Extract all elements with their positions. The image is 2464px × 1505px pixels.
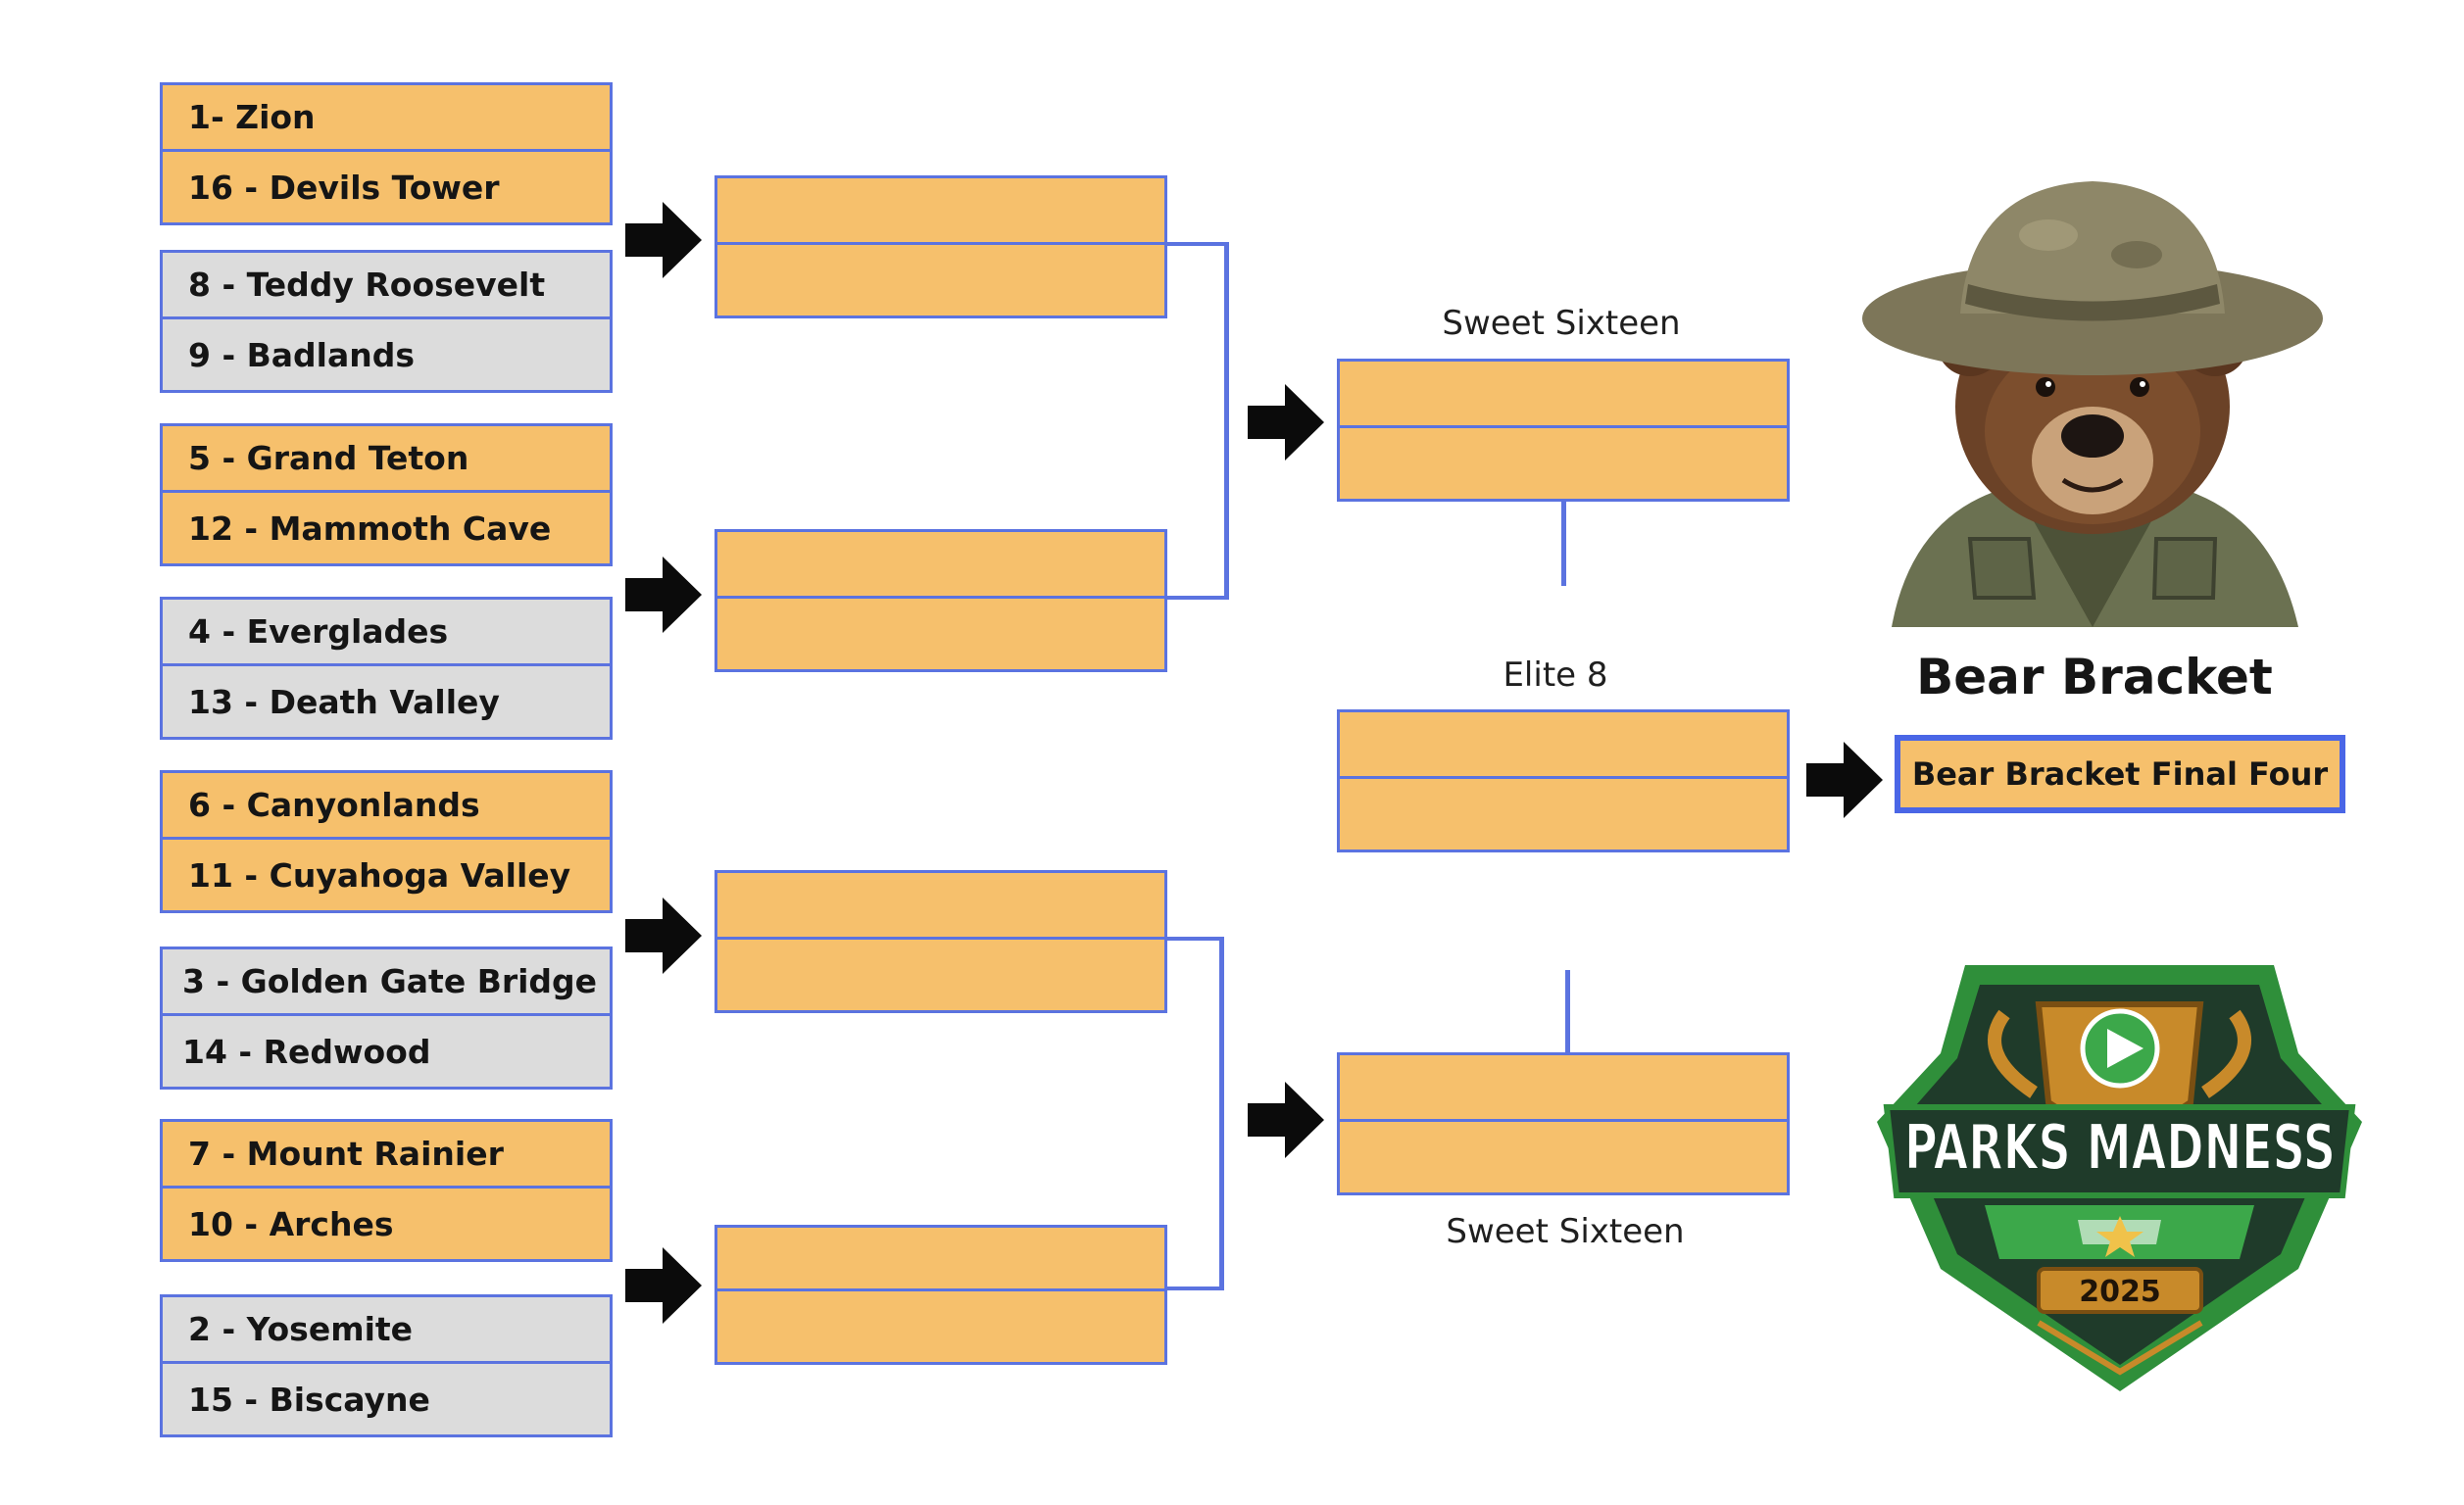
round1-slot-4-top: 4 - Everglades [160,597,613,666]
brand-title: Bear Bracket [1916,649,2273,705]
arrow-right-icon [625,1247,702,1324]
bear-illustration [1862,181,2323,627]
connector-line [1167,1287,1224,1290]
arrow-right-icon [1248,384,1324,461]
final-four-box: Bear Bracket Final Four [1895,735,2345,813]
round2-slot-1-top [715,175,1167,245]
round1-slot-5-top: 6 - Canyonlands [160,770,613,840]
round2-slot-2-top [715,529,1167,599]
parks-madness-logo: PARKS MADNESS 2025 [1877,965,2362,1391]
connector-line [1561,502,1566,586]
sweet-sixteen-top-label: Sweet Sixteen [1442,304,1681,343]
elite-8-slot-top [1337,709,1790,779]
connector-line [1167,242,1229,246]
round1-slot-1-bottom: 16 - Devils Tower [160,149,613,225]
round1-slot-4-bottom: 13 - Death Valley [160,663,613,740]
round1-slot-7-bottom: 10 - Arches [160,1186,613,1262]
sweet-sixteen-bottom-slot-bottom [1337,1119,1790,1195]
round2-slot-3-bottom [715,937,1167,1013]
sweet-sixteen-top-slot-top [1337,359,1790,428]
connector-line [1224,242,1229,600]
elite-8-label: Elite 8 [1503,655,1608,695]
round1-slot-3-bottom: 12 - Mammoth Cave [160,490,613,566]
sweet-sixteen-bottom-slot-top [1337,1052,1790,1122]
round1-slot-6-top: 3 - Golden Gate Bridge [160,947,613,1016]
round2-slot-2-bottom [715,596,1167,672]
sweet-sixteen-bottom-label: Sweet Sixteen [1446,1212,1685,1251]
arrow-right-icon [1248,1082,1324,1158]
connector-line [1565,970,1570,1056]
sweet-sixteen-top-slot-bottom [1337,425,1790,502]
connector-line [1219,937,1224,1290]
round1-slot-2-top: 8 - Teddy Roosevelt [160,250,613,319]
round1-slot-3-top: 5 - Grand Teton [160,423,613,493]
arrow-right-icon [625,557,702,633]
arrow-right-icon [1806,742,1883,818]
round2-slot-4-bottom [715,1288,1167,1365]
round1-slot-6-bottom: 14 - Redwood [160,1013,613,1090]
arrow-right-icon [625,202,702,278]
logo-text: PARKS MADNESS [1904,1112,2336,1185]
round1-slot-8-bottom: 15 - Biscayne [160,1361,613,1437]
round2-slot-3-top [715,870,1167,940]
elite-8-slot-bottom [1337,776,1790,852]
arrow-right-icon [625,898,702,974]
connector-line [1167,937,1224,941]
round1-slot-8-top: 2 - Yosemite [160,1294,613,1364]
connector-line [1167,596,1229,600]
round2-slot-1-bottom [715,242,1167,318]
round1-slot-2-bottom: 9 - Badlands [160,316,613,393]
round1-slot-1-top: 1- Zion [160,82,613,152]
logo-year: 2025 [2079,1275,2161,1309]
round2-slot-4-top [715,1225,1167,1291]
round1-slot-5-bottom: 11 - Cuyahoga Valley [160,837,613,913]
round1-slot-7-top: 7 - Mount Rainier [160,1119,613,1189]
